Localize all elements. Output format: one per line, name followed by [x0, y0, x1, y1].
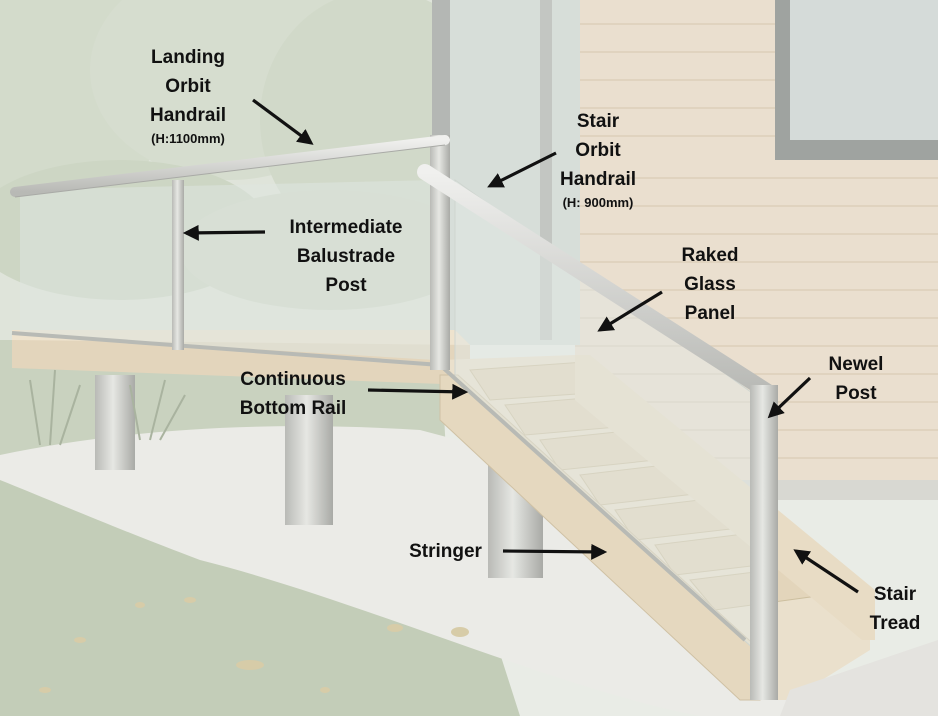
label-text: Stair	[873, 584, 917, 605]
house-window	[775, 0, 938, 160]
label-text: Post	[325, 275, 367, 296]
landing-glass	[20, 180, 435, 360]
label-landing-handrail: Landing Orbit Handrail (H:1100mm)	[133, 43, 243, 148]
label-text: Raked	[681, 245, 739, 266]
label-text: Stair	[576, 111, 620, 132]
label-stair-tread: Stair Tread	[855, 580, 935, 638]
label-text: Newel	[828, 354, 884, 375]
label-bottom-rail: Continuous Bottom Rail	[228, 365, 358, 423]
height-note: (H:1100mm)	[151, 131, 225, 146]
arrow-intermediate-post	[182, 224, 266, 241]
label-text: Panel	[684, 303, 736, 324]
arrow-bottom-rail	[367, 383, 469, 400]
label-text: Continuous	[240, 369, 346, 390]
label-text: Intermediate	[289, 217, 403, 238]
label-text: Handrail	[559, 169, 637, 190]
stair-handrail	[417, 164, 776, 400]
label-raked-glass: Raked Glass Panel	[660, 241, 760, 328]
annotation-arrows	[182, 98, 859, 594]
paving	[780, 640, 938, 716]
arrow-stair-handrail	[487, 151, 557, 188]
label-intermediate-post: Intermediate Balustrade Post	[271, 213, 421, 300]
arrow-raked-glass	[597, 290, 663, 332]
label-text: Orbit	[165, 76, 211, 97]
label-text: Glass	[684, 274, 736, 295]
arrow-newel-post	[767, 376, 812, 419]
label-text: Post	[835, 383, 877, 404]
label-newel-post: Newel Post	[806, 350, 906, 408]
label-text: Landing	[151, 47, 225, 68]
newel-post-shape	[750, 385, 778, 700]
arrow-stair-tread	[793, 549, 859, 594]
label-stair-handrail: Stair Orbit Handrail (H: 900mm)	[543, 107, 653, 212]
label-text: Stringer	[409, 541, 482, 562]
label-text: Tread	[869, 613, 921, 634]
label-text: Bottom Rail	[239, 398, 347, 419]
arrow-landing-handrail	[252, 98, 314, 145]
shrub	[29, 369, 186, 446]
leaves	[39, 597, 469, 693]
label-text: Balustrade	[296, 246, 396, 267]
label-text: Handrail	[149, 105, 227, 126]
landing-handrail	[10, 135, 450, 197]
height-note: (H: 900mm)	[562, 195, 634, 210]
label-text: Orbit	[575, 140, 621, 161]
arrow-stringer	[502, 543, 608, 560]
label-stringer: Stringer	[393, 537, 498, 566]
